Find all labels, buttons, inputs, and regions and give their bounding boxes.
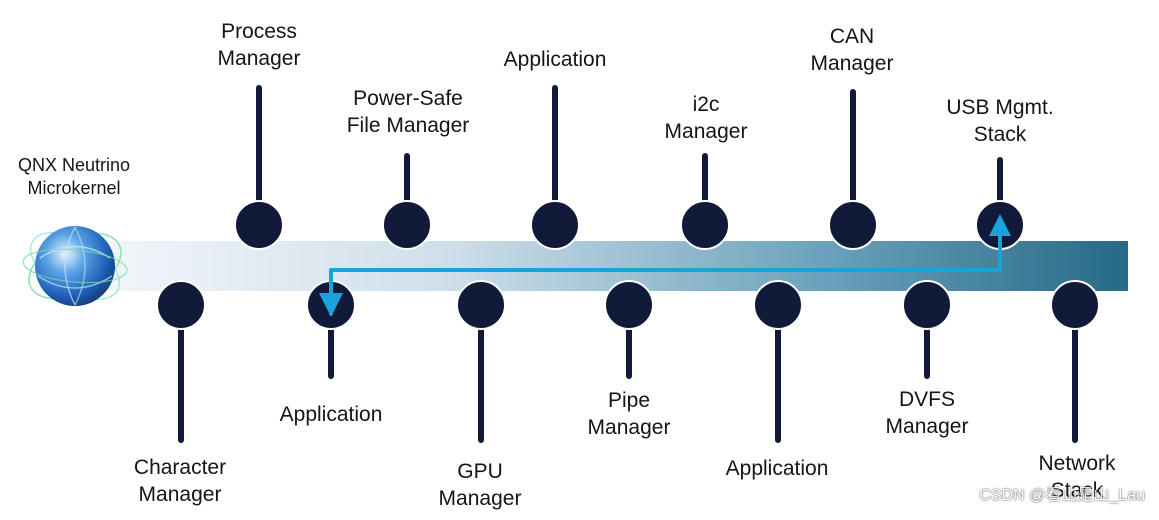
label-power-safe-file-manager: Power-Safe File Manager <box>347 85 470 139</box>
label-application-bottom-2: Application <box>726 455 829 482</box>
label-i2c-manager: i2c Manager <box>665 91 748 145</box>
bottom-node-network-stack <box>1050 280 1100 443</box>
label-line: Application <box>725 457 829 480</box>
label-line: Manager <box>138 483 222 506</box>
kernel-bus <box>80 241 1128 291</box>
top-node-i2c-manager <box>680 153 730 250</box>
label-line: i2c <box>692 93 720 116</box>
kernel-label: QNX Neutrino Microkernel <box>18 154 130 200</box>
kernel-label-line1: QNX Neutrino <box>17 155 131 175</box>
label-line: Application <box>279 403 383 426</box>
bottom-node-dvfs-manager <box>902 280 952 379</box>
top-node-can-manager <box>828 89 878 250</box>
bottom-node-character-manager <box>156 280 206 443</box>
message-path-arrow <box>319 214 1011 317</box>
label-line: GPU <box>457 460 503 483</box>
label-process-manager: Process Manager <box>218 18 301 72</box>
bottom-node-gpu-manager <box>456 280 506 443</box>
label-line: Stack <box>973 123 1027 146</box>
label-line: Process <box>221 20 297 43</box>
top-node-process-manager <box>234 85 284 250</box>
label-line: Manager <box>664 120 748 143</box>
label-application-top: Application <box>504 46 607 73</box>
label-line: Manager <box>810 52 894 75</box>
label-pipe-manager: Pipe Manager <box>588 387 671 441</box>
label-line: USB Mgmt. <box>946 96 1054 119</box>
label-line: DVFS <box>898 388 956 411</box>
label-line: Manager <box>438 487 522 510</box>
top-node-application <box>530 85 580 250</box>
label-line: File Manager <box>346 114 470 137</box>
label-usb-mgmt-stack: USB Mgmt. Stack <box>946 94 1053 148</box>
bottom-node-pipe-manager <box>604 280 654 379</box>
label-gpu-manager: GPU Manager <box>439 458 522 512</box>
label-line: Manager <box>217 47 301 70</box>
microkernel-globe-icon <box>22 226 128 306</box>
label-application-bottom-1: Application <box>280 401 383 428</box>
bottom-node-application-2 <box>753 280 803 443</box>
label-line: CAN <box>829 25 875 48</box>
label-line: Power-Safe <box>353 87 463 110</box>
kernel-label-line2: Microkernel <box>27 178 121 198</box>
label-character-manager: Character Manager <box>134 454 226 508</box>
watermark: CSDN @看山是山_Lau <box>979 487 1145 504</box>
label-can-manager: CAN Manager <box>811 23 894 77</box>
label-line: Network <box>1038 452 1116 475</box>
label-network-stack: Network Stack <box>1038 450 1115 504</box>
top-node-power-safe-file-manager <box>382 153 432 250</box>
label-line: Stack <box>1050 479 1104 502</box>
label-line: Pipe <box>607 389 651 412</box>
label-line: Application <box>503 48 607 71</box>
label-line: Manager <box>587 416 671 439</box>
label-dvfs-manager: DVFS Manager <box>886 386 969 440</box>
label-line: Manager <box>885 415 969 438</box>
label-line: Character <box>133 456 227 479</box>
